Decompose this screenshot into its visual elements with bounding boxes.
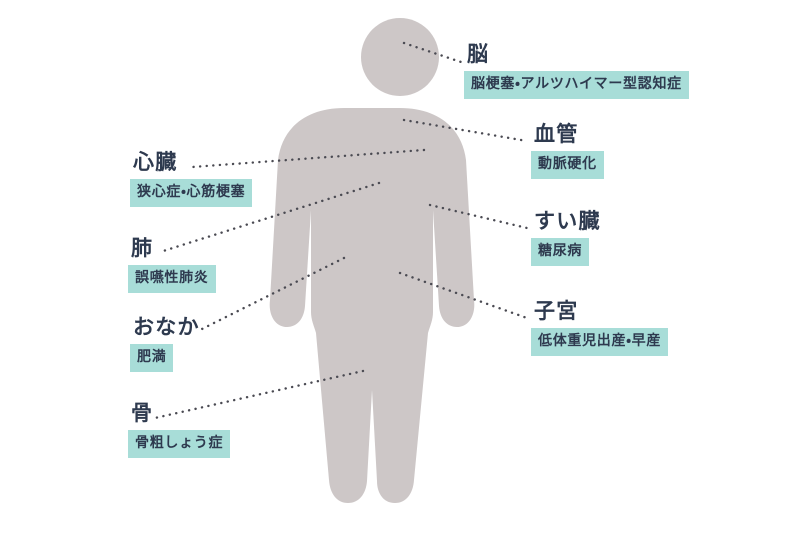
callout-bone-organ: 骨: [131, 401, 154, 425]
callout-stomach[interactable]: おなか 肥満: [130, 315, 200, 373]
callout-heart-disease: 狭心症・心筋梗塞: [130, 179, 253, 208]
callout-brain-disease: 脳梗塞・アルツハイマー型認知症: [464, 71, 689, 100]
callout-pancreas-organ: すい臓: [534, 209, 601, 233]
callout-pancreas-disease: 糖尿病: [531, 238, 590, 267]
callout-bone[interactable]: 骨 骨粗しょう症: [128, 401, 231, 459]
callout-blood-vessel-organ: 血管: [534, 122, 579, 146]
callout-pancreas[interactable]: すい臓 糖尿病: [531, 209, 601, 267]
callout-lung-disease: 誤嚥性肺炎: [128, 265, 216, 294]
callout-brain[interactable]: 脳 脳梗塞・アルツハイマー型認知症: [464, 42, 689, 100]
callout-lung-organ: 肺: [131, 236, 154, 260]
callout-blood-vessel[interactable]: 血管 動脈硬化: [531, 122, 604, 180]
callout-stomach-disease: 肥満: [130, 344, 174, 373]
callout-brain-organ: 脳: [467, 42, 490, 66]
callout-stomach-organ: おなか: [133, 315, 200, 339]
callout-blood-vessel-disease: 動脈硬化: [531, 151, 604, 180]
callout-uterus-organ: 子宮: [534, 299, 579, 323]
callout-heart-organ: 心臓: [133, 150, 178, 174]
callout-lung[interactable]: 肺 誤嚥性肺炎: [128, 236, 216, 294]
callout-heart[interactable]: 心臓 狭心症・心筋梗塞: [130, 150, 253, 208]
callout-uterus-disease: 低体重児出産・早産: [531, 328, 669, 357]
callout-bone-disease: 骨粗しょう症: [128, 430, 231, 459]
body-torso-arms-legs: [269, 108, 475, 503]
body-head: [361, 18, 439, 96]
callout-uterus[interactable]: 子宮 低体重児出産・早産: [531, 299, 669, 357]
